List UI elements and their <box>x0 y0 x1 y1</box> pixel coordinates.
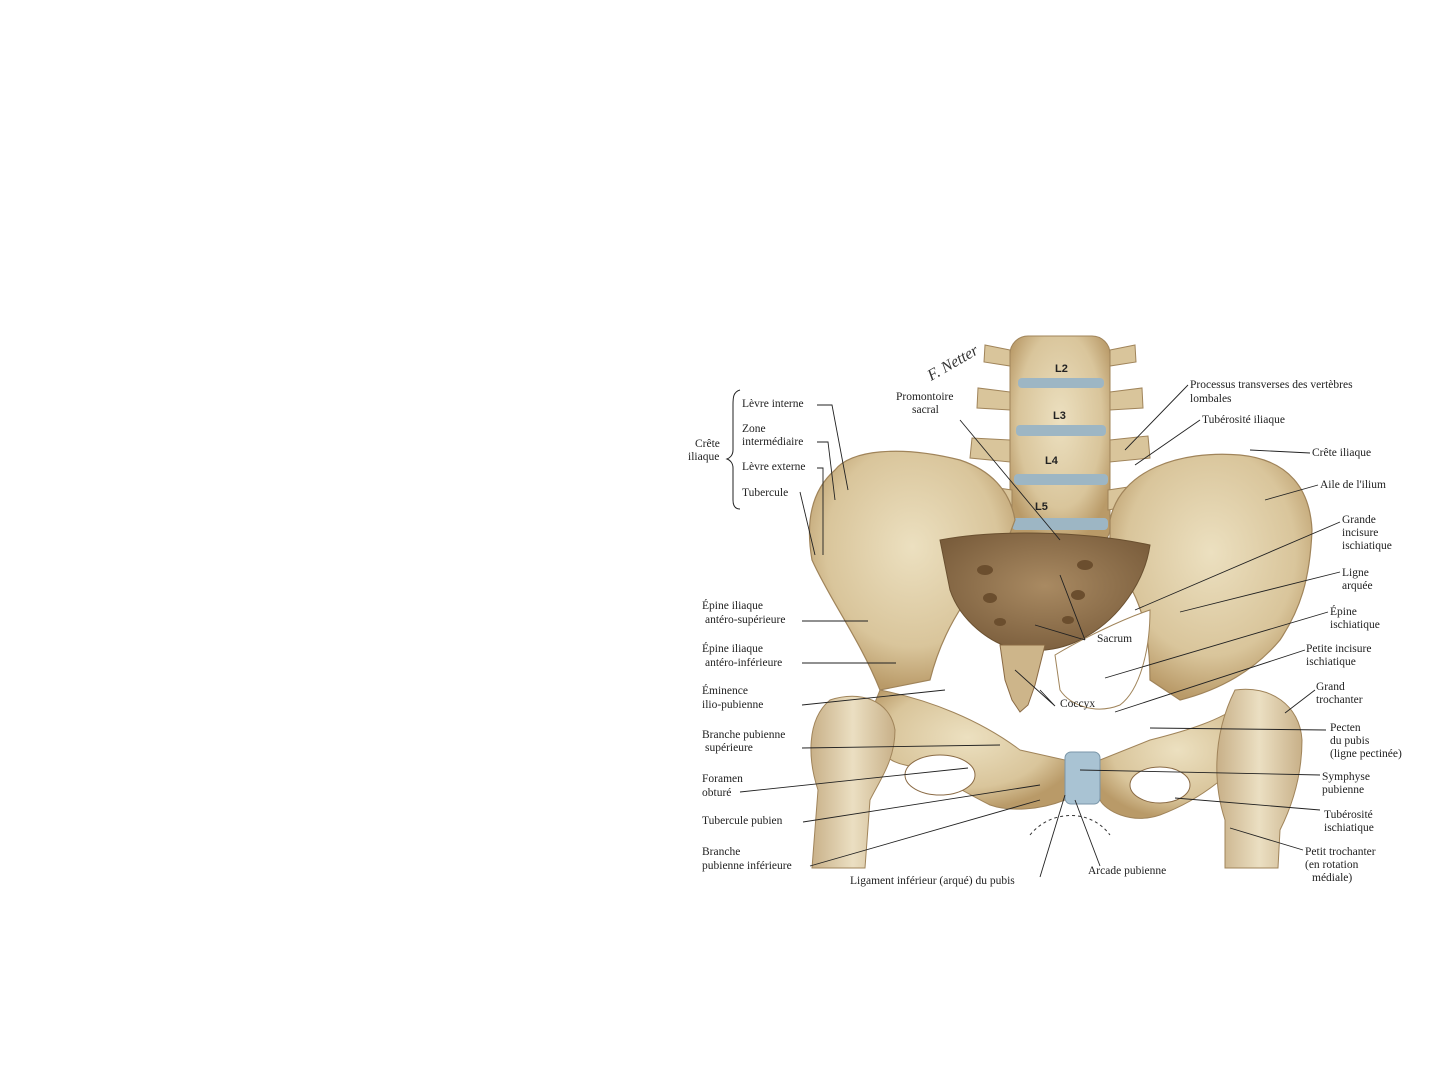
label-petit-trochanter-2: (en rotation <box>1305 859 1359 871</box>
label-pecten-3: (ligne pectinée) <box>1330 748 1402 760</box>
label-arcade-pubienne: Arcade pubienne <box>1088 865 1167 877</box>
label-petite-incisure-1: Petite incisure <box>1306 643 1372 655</box>
label-processus-2: lombales <box>1190 393 1232 405</box>
vertebra-label-l3: L3 <box>1053 410 1066 422</box>
label-zone-intermediaire-1: Zone <box>742 423 766 435</box>
label-foramen-1: Foramen <box>702 773 743 785</box>
label-tuberosite-ischiatique-1: Tubérosité <box>1324 809 1373 821</box>
label-epine-aii-2: antéro-inférieure <box>705 657 783 669</box>
label-coccyx: Coccyx <box>1060 698 1096 710</box>
label-crete-group-2: iliaque <box>688 451 720 463</box>
left-femur <box>810 695 896 869</box>
label-pecten-2: du pubis <box>1330 735 1370 747</box>
left-obturator-foramen <box>904 754 976 796</box>
label-branche-sup-2: supérieure <box>705 742 753 754</box>
label-foramen-2: obturé <box>702 787 732 799</box>
label-epine-ais-1: Épine iliaque <box>702 600 763 612</box>
label-petite-incisure-2: ischiatique <box>1306 656 1356 668</box>
pubic-symphysis <box>1064 751 1101 805</box>
label-tuberosite-iliaque: Tubérosité iliaque <box>1202 414 1285 426</box>
label-ligament-inferieur: Ligament inférieur (arqué) du pubis <box>850 875 1015 887</box>
label-aile-ilium: Aile de l'ilium <box>1320 479 1386 491</box>
sacrum <box>939 532 1151 652</box>
vertebra-label-l4: L4 <box>1045 455 1059 467</box>
label-promontoire-2: sacral <box>912 404 939 416</box>
disc-l2-l3 <box>1018 378 1104 388</box>
label-grande-incisure-2: incisure <box>1342 527 1379 539</box>
right-femur <box>1216 688 1303 869</box>
label-petit-trochanter-1: Petit trochanter <box>1305 846 1376 858</box>
crete-iliaque-bracket <box>725 389 741 510</box>
disc-l4-l5 <box>1014 474 1108 485</box>
label-tuberosite-ischiatique-2: ischiatique <box>1324 822 1374 834</box>
label-crete-iliaque: Crête iliaque <box>1312 447 1372 459</box>
disc-l5-s1 <box>1012 518 1108 530</box>
label-grande-incisure-3: ischiatique <box>1342 540 1392 552</box>
label-epine-aii-1: Épine iliaque <box>702 643 763 655</box>
label-promontoire-1: Promontoire <box>896 391 954 403</box>
label-symphyse-1: Symphyse <box>1322 771 1370 783</box>
leader-lines <box>739 384 1341 878</box>
label-crete-group-1: Crête <box>695 438 720 450</box>
label-grand-trochanter-1: Grand <box>1316 681 1345 693</box>
pelvic-inlet <box>1054 609 1151 710</box>
label-levre-externe: Lèvre externe <box>742 461 806 473</box>
lumbar-spine: L2 L3 L4 L5 <box>969 335 1151 547</box>
left-ilium <box>808 450 1016 691</box>
label-grande-incisure-1: Grande <box>1342 514 1376 526</box>
sacral-foramina <box>977 560 1093 626</box>
right-obturator-foramen <box>1129 766 1191 804</box>
label-tubercule: Tubercule <box>742 487 789 499</box>
label-eminence-2: ilio-pubienne <box>702 699 764 711</box>
label-symphyse-2: pubienne <box>1322 784 1365 796</box>
vertebra-label-l5: L5 <box>1035 501 1048 513</box>
label-sacrum: Sacrum <box>1097 633 1133 645</box>
label-branche-inf-1: Branche <box>702 846 741 858</box>
label-pecten-1: Pecten <box>1330 722 1361 734</box>
label-branche-inf-2: pubienne inférieure <box>702 860 792 872</box>
label-processus-1: Processus transverses des vertèbres <box>1190 379 1353 391</box>
vertebra-label-l2: L2 <box>1055 363 1068 375</box>
label-tubercule-pubien: Tubercule pubien <box>702 815 783 827</box>
label-ligne-arquee-1: Ligne <box>1342 567 1369 579</box>
label-petit-trochanter-3: médiale) <box>1312 872 1353 884</box>
label-epine-ischiatique-1: Épine <box>1330 606 1357 618</box>
label-branche-sup-1: Branche pubienne <box>702 729 786 741</box>
label-eminence-1: Éminence <box>702 685 748 697</box>
label-grand-trochanter-2: trochanter <box>1316 694 1363 706</box>
label-epine-ischiatique-2: ischiatique <box>1330 619 1380 631</box>
label-zone-intermediaire-2: intermédiaire <box>742 436 804 448</box>
label-levre-interne: Lèvre interne <box>742 398 804 410</box>
coccyx <box>999 644 1046 713</box>
label-ligne-arquee-2: arquée <box>1342 580 1373 592</box>
label-epine-ais-2: antéro-supérieure <box>705 614 786 626</box>
disc-l3-l4 <box>1016 425 1106 436</box>
